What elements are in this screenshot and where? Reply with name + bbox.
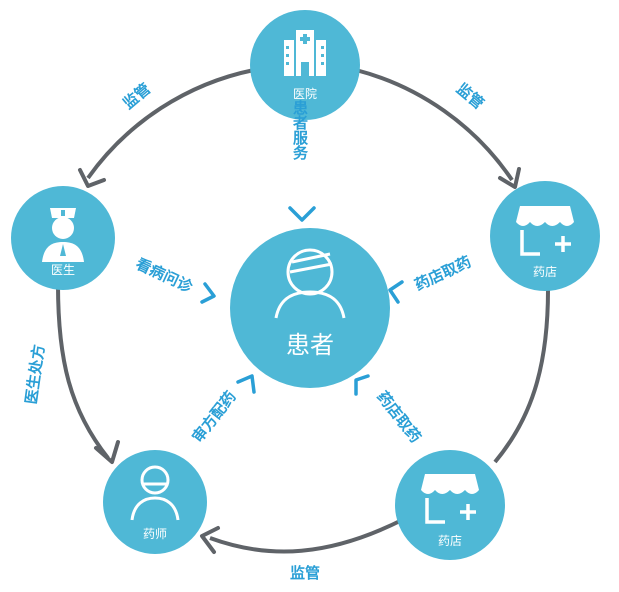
hospital-building-icon — [284, 30, 326, 76]
supervise-label-bottom: 监管 — [290, 564, 320, 582]
pharmacist-node: 药师 — [103, 450, 207, 554]
pharmacy-right-node: 药店 — [490, 181, 600, 291]
prescription-label: 医生处方 — [22, 343, 48, 405]
outer-ring — [56, 68, 550, 554]
consultation-label: 看病问诊 — [133, 255, 196, 297]
doctor-icon — [42, 208, 84, 262]
pharmacy-bottom-label: 药店 — [438, 534, 462, 548]
chevron-down-icon — [288, 206, 316, 222]
ring-arc-doctor-to-pharmacist — [56, 284, 110, 460]
patient-service-label: 患者服务 — [291, 99, 309, 161]
ring-arc-hospital-to-doctor — [86, 68, 255, 180]
arrowhead-left-icon — [200, 526, 220, 554]
chevron-left-icon — [388, 280, 404, 304]
ring-arc-pharmacy-right-to-bottom — [493, 289, 550, 464]
supervise-label-right: 监管 — [453, 80, 488, 113]
doctor-label: 医生 — [51, 263, 75, 277]
pharmacy-pickup-bottom-label: 药店取药 — [373, 388, 424, 446]
supervise-label-left: 监管 — [120, 80, 155, 113]
ring-arc-pharmacy-bottom-to-pharmacist — [209, 518, 403, 554]
hospital-node: 医院 — [250, 10, 360, 120]
chevron-right-icon — [200, 282, 216, 304]
pharmacy-awning-icon — [516, 206, 574, 256]
center-label: 患者 — [286, 331, 334, 359]
arrowhead-down-icon — [94, 440, 120, 464]
pharmacy-pickup-right-label: 药店取药 — [412, 253, 474, 295]
arrowhead-down-right-icon — [498, 167, 521, 189]
review-dispense-label: 审方配药 — [188, 388, 239, 446]
pharmacist-label: 药师 — [143, 527, 167, 541]
doctor-node: 医生 — [11, 186, 115, 290]
ring-arc-hospital-to-pharmacy — [355, 68, 514, 182]
pharmacy-awning-icon — [421, 474, 479, 524]
pharmacy-right-label: 药店 — [533, 265, 557, 279]
chevron-up-left-icon — [354, 374, 370, 396]
pharmacist-icon — [130, 465, 180, 521]
center-patient-node: 患者 — [230, 228, 390, 388]
patient-icon — [274, 248, 346, 319]
hospital-label: 医院 — [293, 87, 317, 101]
arrowhead-down-left-icon — [78, 168, 106, 188]
chevron-up-right-icon — [236, 374, 256, 394]
pharmacy-bottom-node: 药店 — [395, 450, 505, 560]
